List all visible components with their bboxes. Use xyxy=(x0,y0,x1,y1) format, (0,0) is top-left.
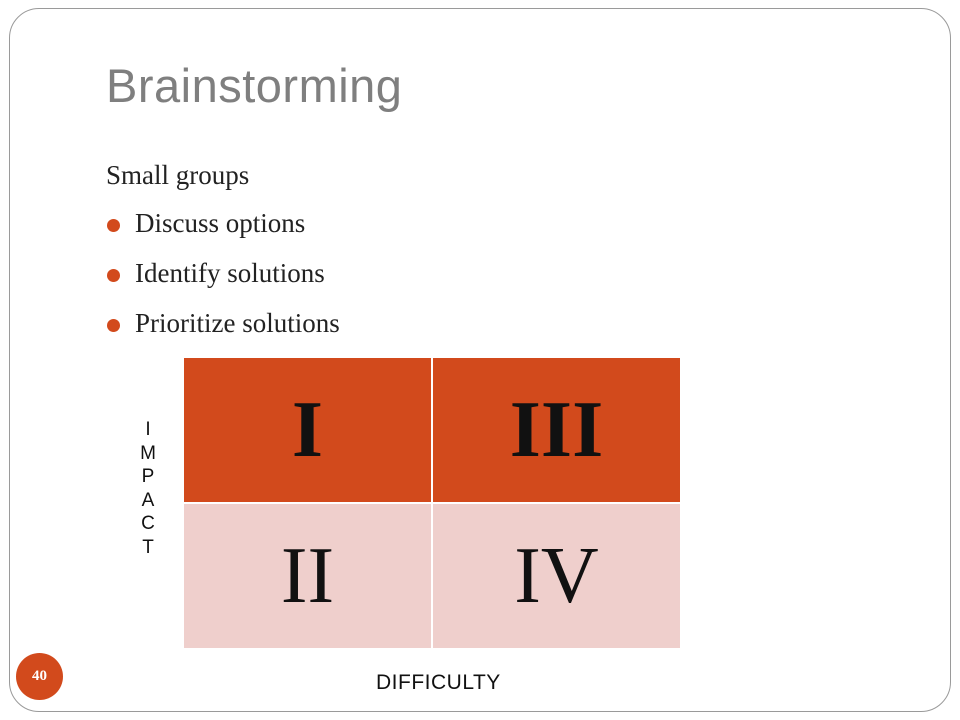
bullet-dot-icon xyxy=(107,319,120,332)
bullet-label: Discuss options xyxy=(135,208,306,238)
impact-letter: A xyxy=(141,489,155,511)
impact-axis-label: I M P A C T xyxy=(137,418,159,559)
slide-number-badge: 40 xyxy=(16,653,63,700)
priority-matrix: I III II IV xyxy=(184,358,680,648)
impact-letter: T xyxy=(142,536,154,558)
intro-text: Small groups xyxy=(106,160,250,190)
impact-letter: I xyxy=(145,419,151,440)
bullet-label: Prioritize solutions xyxy=(135,308,340,338)
bullet-dot-icon xyxy=(107,219,120,232)
bullet-item-discuss-options: Discuss options xyxy=(106,208,340,258)
impact-letter: M xyxy=(140,442,156,464)
bullet-list: Discuss options Identify solutions Prior… xyxy=(106,208,340,358)
bullet-dot-icon xyxy=(107,269,120,282)
matrix-cell-top-right: III xyxy=(433,358,680,502)
impact-letter: P xyxy=(141,466,155,487)
matrix-cell-bottom-left: II xyxy=(184,504,431,648)
slide-title: Brainstorming xyxy=(106,59,403,112)
bullet-label: Identify solutions xyxy=(135,258,325,288)
matrix-cell-top-left: I xyxy=(184,358,431,502)
bullet-item-prioritize-solutions: Prioritize solutions xyxy=(106,308,340,358)
difficulty-axis-label: DIFFICULTY xyxy=(376,671,501,694)
matrix-cell-bottom-right: IV xyxy=(433,504,680,648)
impact-letter: C xyxy=(141,513,155,534)
bullet-item-identify-solutions: Identify solutions xyxy=(106,258,340,308)
